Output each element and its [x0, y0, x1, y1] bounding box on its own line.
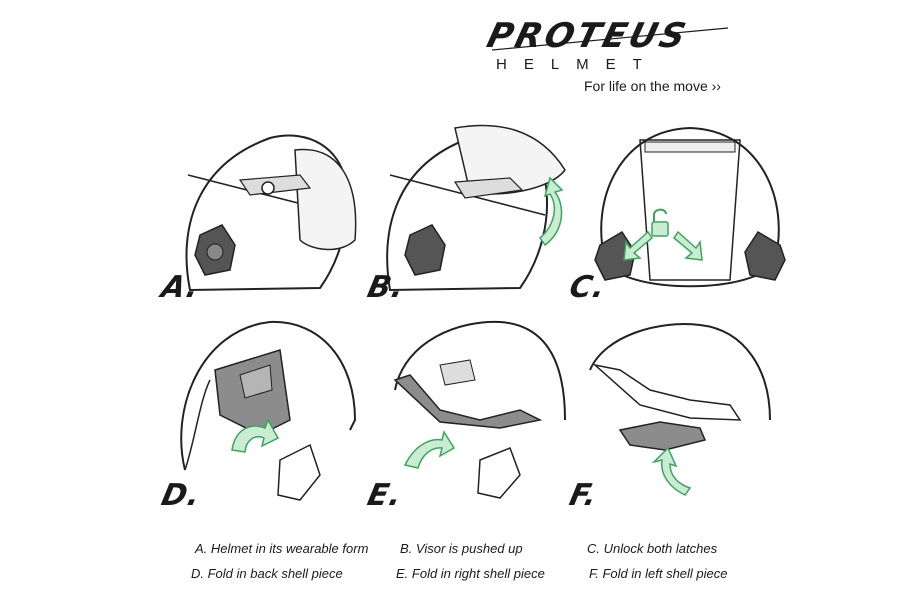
helmet-visor-up-icon [386, 124, 566, 292]
helmet-fold-left-icon [589, 323, 771, 496]
caption-d: D. Fold in back shell piece [191, 566, 343, 581]
brand-logo: PROTEUS HELMET For life on the move ›› [483, 16, 738, 94]
curved-arrow-icon [231, 418, 280, 453]
curved-arrow-icon [651, 446, 692, 496]
unlocked-padlock-icon [651, 208, 669, 237]
logo-swoosh-icon [491, 27, 729, 51]
helmet-fold-back-icon [180, 320, 357, 501]
panel-c: C. [566, 120, 790, 320]
brand-subtitle: HELMET [496, 56, 659, 73]
panel-letter: C. [566, 270, 610, 305]
helmet-back-unlock-icon [594, 126, 786, 288]
caption-e: E. Fold in right shell piece [396, 566, 545, 581]
panel-e: E. [364, 310, 580, 513]
brand-name: PROTEUS [483, 16, 693, 56]
panel-b: B. [364, 120, 580, 320]
caption-a: A. Helmet in its wearable form [195, 541, 369, 556]
brand-tagline: For life on the move ›› [584, 78, 721, 94]
curved-arrow-icon [403, 430, 456, 469]
panel-a: A. [158, 120, 360, 320]
panel-letter: A. [158, 270, 203, 305]
helmet-side-view-icon [185, 134, 357, 292]
panel-letter: B. [364, 270, 408, 305]
caption-b: B. Visor is pushed up [400, 541, 523, 556]
caption-f: F. Fold in left shell piece [589, 566, 728, 581]
panel-letter: D. [158, 478, 205, 513]
panel-f: F. [566, 310, 790, 513]
helmet-fold-right-icon [393, 320, 566, 499]
arrow-right-down-icon [673, 230, 703, 261]
rotate-arrow-icon [538, 176, 564, 247]
arrow-left-down-icon [623, 230, 653, 261]
panel-d: D. [158, 310, 360, 513]
caption-c: C. Unlock both latches [587, 541, 718, 556]
